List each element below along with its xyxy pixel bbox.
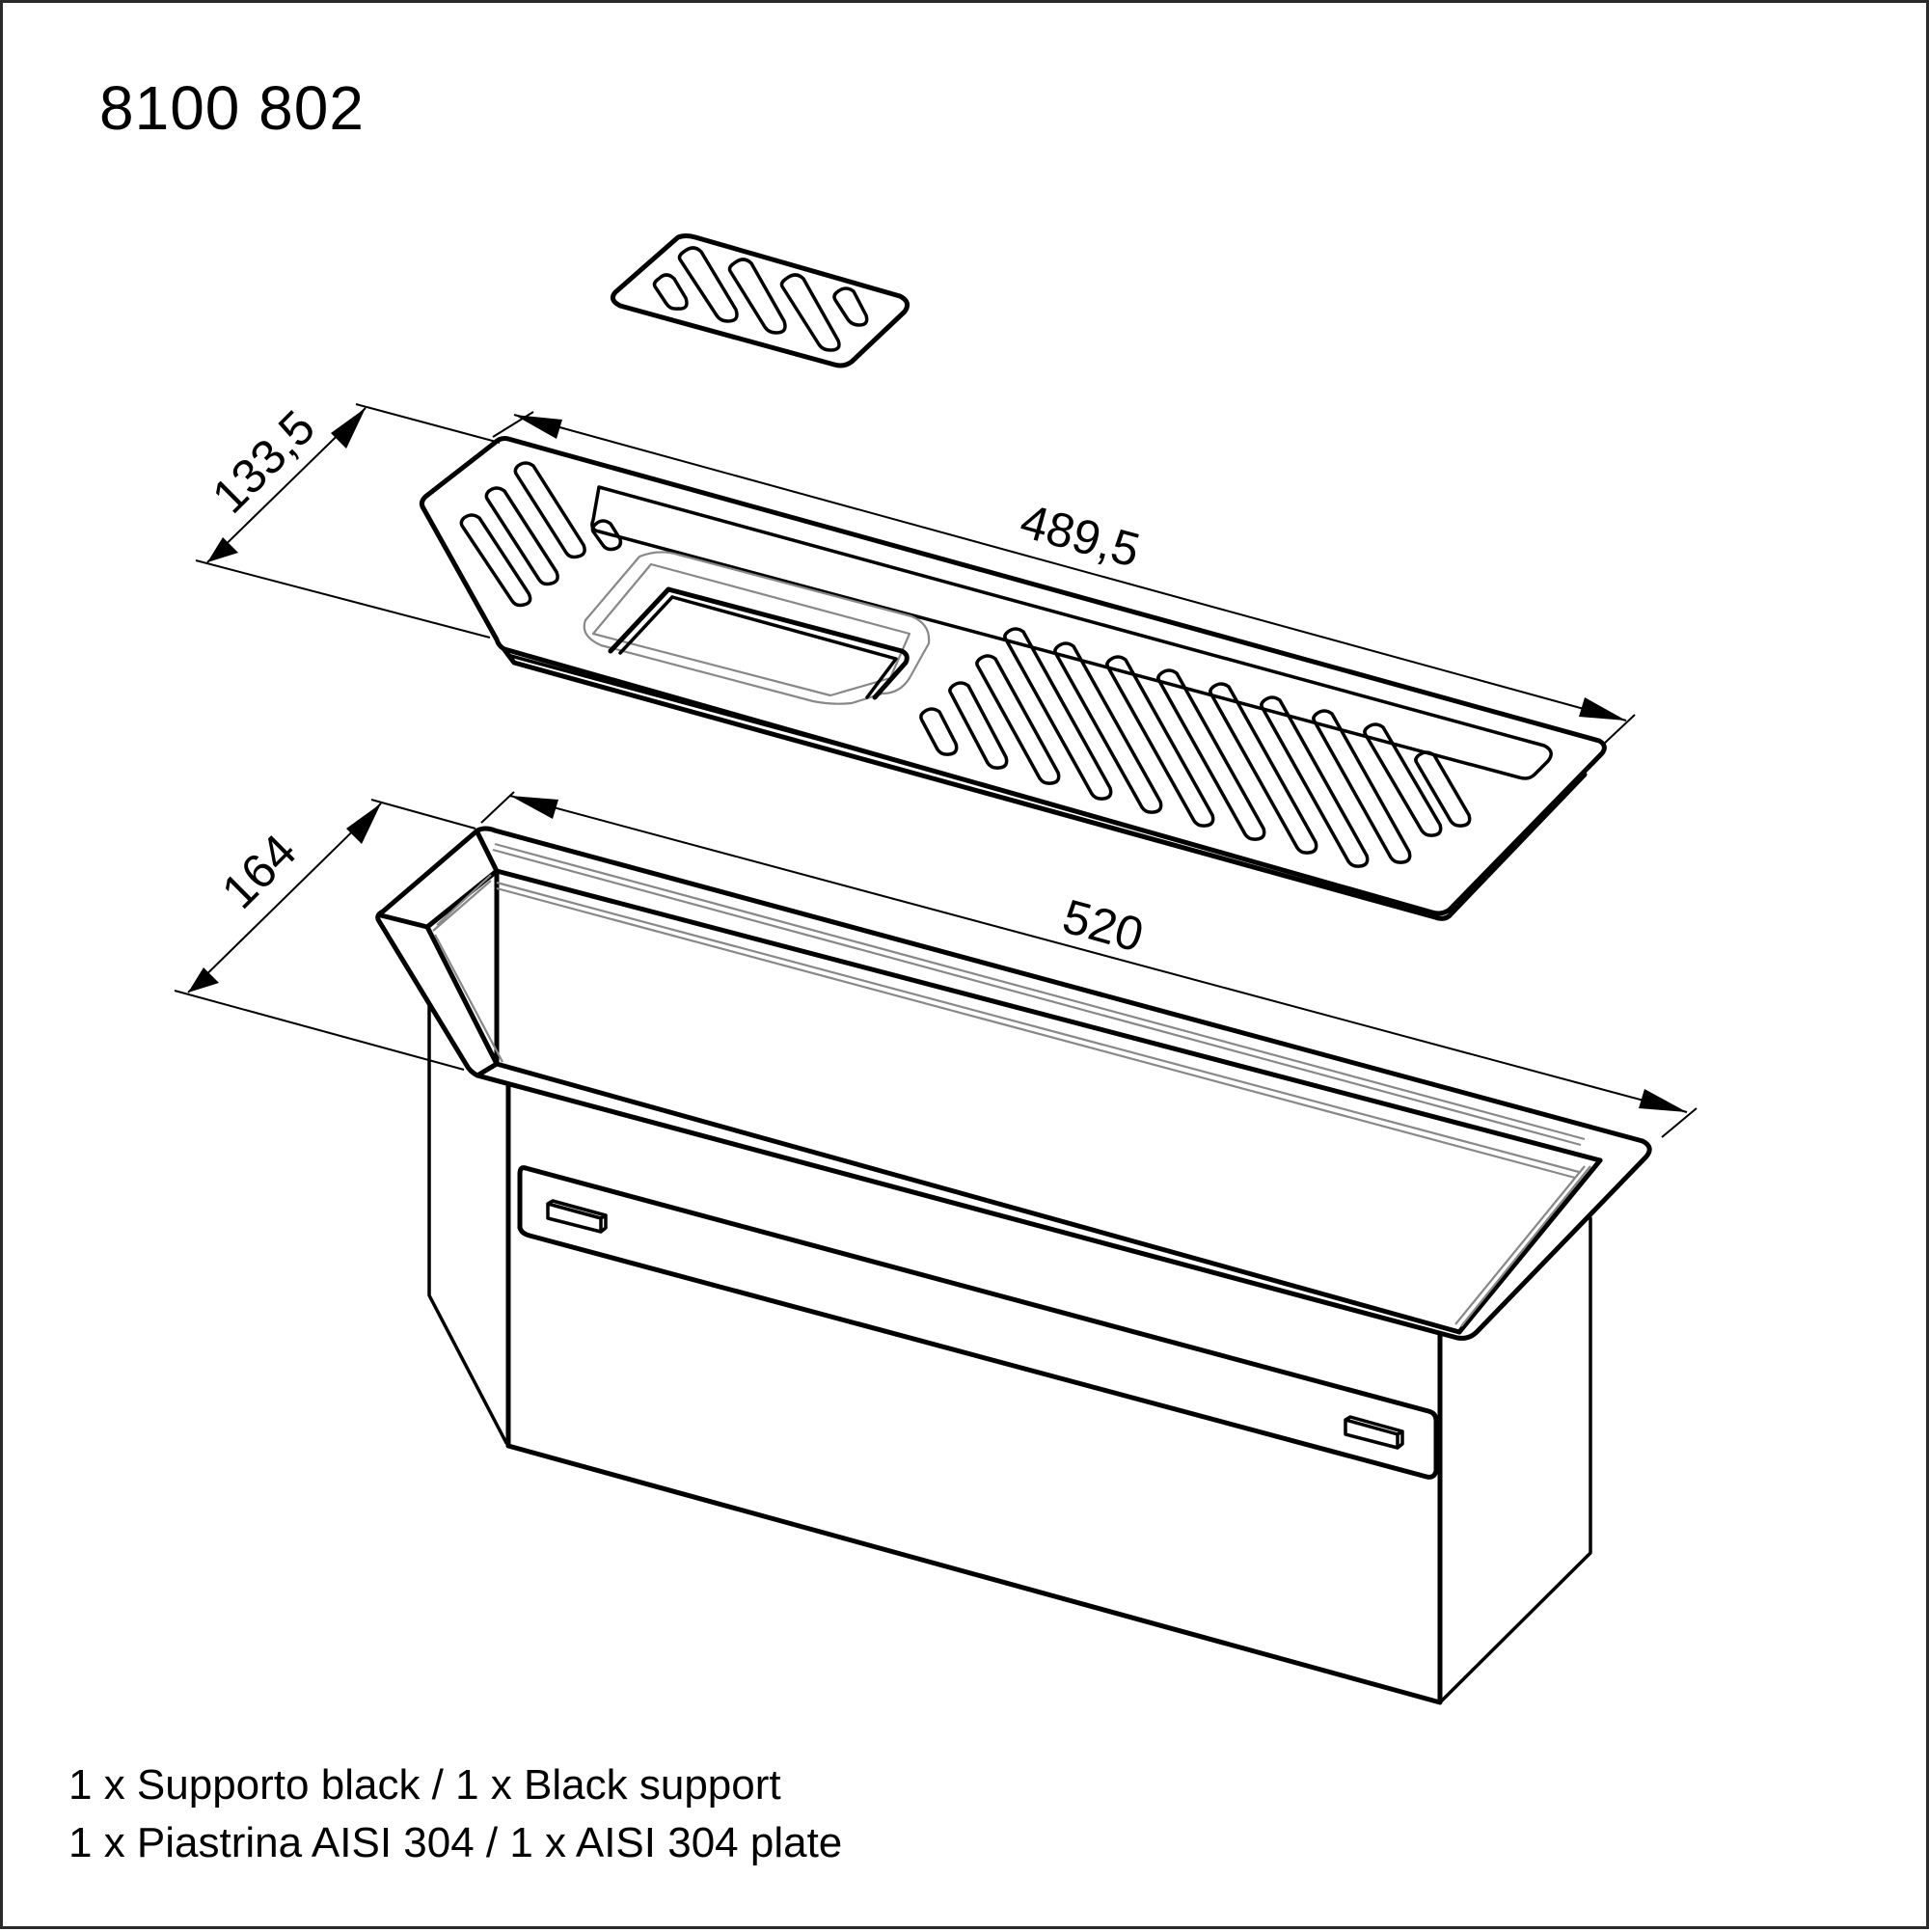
right-slot-group [919,627,1472,868]
parts-list: 1 x Supporto black / 1 x Black support 1… [68,1756,842,1872]
dimension-label-489-5: 489,5 [1015,494,1146,578]
parts-list-line-support: 1 x Supporto black / 1 x Black support [68,1761,781,1809]
black-support-box [375,826,1652,1705]
exploded-isometric-drawing: 133,5 489,5 [174,233,1698,1705]
parts-list-line-plate: 1 x Piastrina AISI 304 / 1 x AISI 304 pl… [68,1819,843,1866]
product-code: 8100 802 [99,73,365,143]
middle-slotted-plate [419,436,1607,921]
small-slotted-plate [610,233,910,368]
dimension-label-164: 164 [211,824,307,919]
dimension-label-133-5: 133,5 [202,400,325,524]
dimension-label-520: 520 [1057,889,1149,963]
